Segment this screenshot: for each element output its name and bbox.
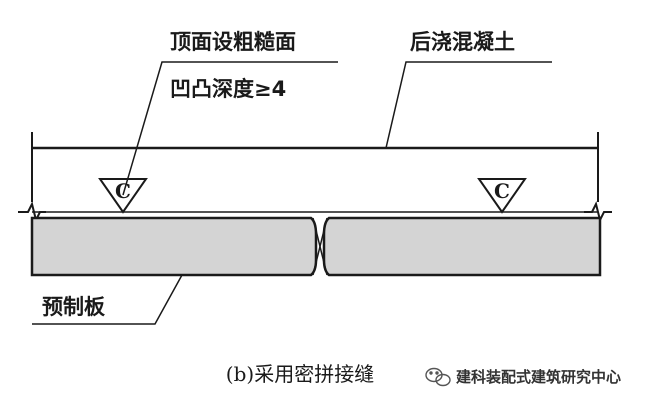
left-break-symbol: [18, 132, 46, 223]
joint-lines: [312, 217, 328, 276]
roughness-note-line2: 凹凸深度≥4: [170, 77, 286, 101]
wechat-icon: [425, 367, 451, 387]
roughness-marker-right: C: [477, 178, 527, 214]
cast-in-place-label: 后浇混凝土: [410, 30, 515, 54]
right-break-symbol: [584, 132, 612, 223]
roughness-note-line1: 顶面设粗糙面: [170, 30, 296, 54]
precast-slab-leader: [32, 274, 183, 325]
roughness-leader: [122, 61, 338, 196]
precast-slab-right: [322, 216, 602, 277]
roughness-marker-left: C: [98, 178, 148, 214]
figure-caption: (b)采用密拼接缝: [226, 362, 374, 386]
marker-label-left: C: [115, 179, 131, 203]
watermark: 建科装配式建筑研究中心: [425, 367, 621, 387]
precast-slab-label: 预制板: [42, 295, 106, 319]
watermark-text: 建科装配式建筑研究中心: [456, 368, 621, 386]
marker-label-right: C: [494, 179, 510, 203]
cast-in-place-leader: [385, 61, 552, 149]
precast-slab-left: [30, 216, 318, 277]
